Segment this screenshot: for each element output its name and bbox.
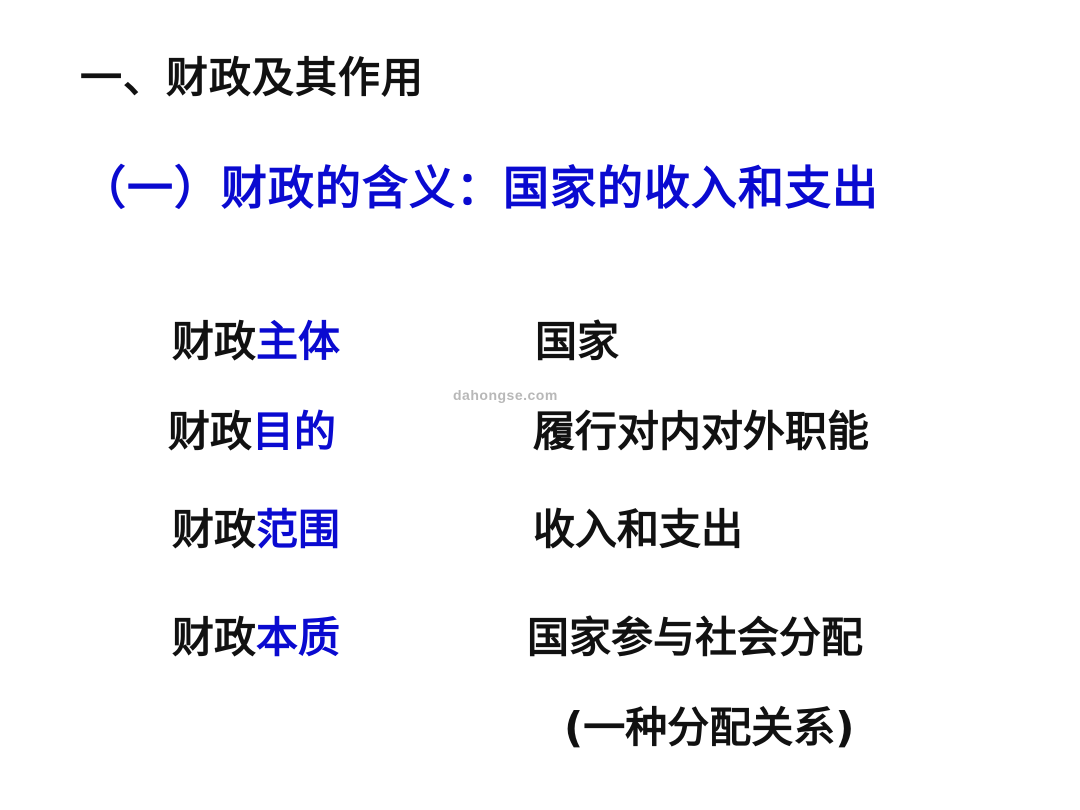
row-label-accent: 本质 xyxy=(256,613,341,662)
row-note-essence: (一种分配关系) xyxy=(564,703,855,752)
row-value-scope: 收入和支出 xyxy=(533,505,744,554)
row-label-lead: 财政 xyxy=(172,613,257,662)
subsection-heading: （一）财政的含义：国家的收入和支出 xyxy=(80,161,879,215)
row-value-essence: 国家参与社会分配 xyxy=(527,613,864,662)
row-label-purpose: 财政目的 xyxy=(168,398,336,459)
row-label-lead: 财政 xyxy=(172,317,257,366)
row-label-essence: 财政本质 xyxy=(172,604,340,665)
row-value-subject: 国家 xyxy=(535,317,620,366)
watermark: dahongse.com xyxy=(453,387,558,403)
section-heading: 一、财政及其作用 xyxy=(80,53,425,102)
row-label-lead: 财政 xyxy=(172,505,257,554)
row-label-subject: 财政主体 xyxy=(172,308,340,369)
row-label-accent: 主体 xyxy=(256,317,341,366)
row-label-scope: 财政范围 xyxy=(172,496,340,557)
row-label-accent: 目的 xyxy=(252,407,337,456)
row-value-purpose: 履行对内对外职能 xyxy=(533,407,870,456)
row-label-accent: 范围 xyxy=(256,505,341,554)
row-label-lead: 财政 xyxy=(168,407,253,456)
